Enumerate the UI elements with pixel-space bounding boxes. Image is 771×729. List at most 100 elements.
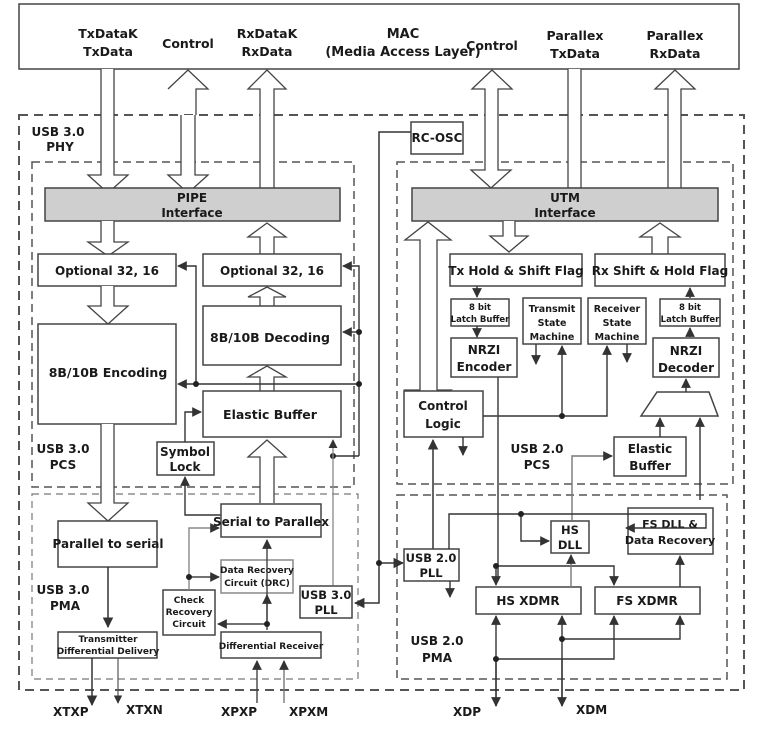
arrow-rx-to-utm — [637, 222, 683, 254]
utm-interface — [411, 187, 719, 222]
tx-hold-box — [449, 253, 583, 287]
arrow-control-down — [166, 115, 210, 194]
arrow-elastic-to-decoding — [245, 365, 289, 391]
arrow-s2p-to-elastic — [246, 439, 288, 503]
pin-xtxn: XTXN — [126, 703, 163, 717]
optional-tx-box — [37, 253, 177, 287]
optional-rx-box — [202, 253, 342, 287]
usb3-pll-box — [299, 585, 353, 619]
arrow-pipe-to-optional — [85, 221, 131, 257]
elastic-buffer-label: Elastic Buffer — [223, 407, 318, 422]
mux-shape — [639, 391, 720, 417]
serial-to-parallel-box — [220, 503, 322, 538]
arrow-decoding-to-optional — [247, 286, 287, 306]
pin-xpxm: XPXM — [289, 705, 328, 719]
rx-shift-label: Rx Shift & Hold Flag — [592, 264, 728, 278]
drc-box — [220, 559, 294, 594]
serial-to-parallel-label: Serial to Parallex — [213, 515, 329, 529]
rc-osc-box — [410, 121, 464, 155]
hs-xdmr-label: HS XDMR — [496, 594, 559, 608]
decoding-label: 8B/10B Decoding — [210, 330, 330, 345]
arrow-parallex-rx-up — [653, 69, 697, 188]
latch-tx-box — [450, 298, 510, 327]
nrzi-decoder-box — [652, 337, 720, 378]
arrow-control-right-down — [469, 115, 513, 189]
arrow-encoding-to-p2s — [86, 424, 130, 522]
arrow-optional-to-encoding — [86, 286, 130, 325]
elastic-buffer-box — [202, 390, 342, 438]
decoding-box — [202, 305, 342, 366]
phy-boundary — [18, 114, 745, 691]
check-recovery-box — [162, 589, 216, 636]
pin-xdm: XDM — [576, 703, 607, 717]
rc-osc-label: RC-OSC — [412, 131, 463, 145]
usb2-pcs-boundary — [396, 161, 734, 485]
pin-xdp: XDP — [453, 705, 481, 719]
optional-tx-label: Optional 32, 16 — [55, 264, 159, 278]
latch-rx-box — [659, 298, 721, 327]
arrow-control-right-up — [470, 69, 514, 115]
rx-shift-box — [594, 253, 726, 287]
arrow-optional-to-pipe — [246, 222, 288, 255]
fs-xdmr-box — [594, 586, 701, 615]
arrow-control-up — [167, 69, 210, 115]
usb3-pma-boundary — [31, 493, 359, 680]
receiver-sm-box — [587, 297, 647, 345]
pin-xtxp: XTXP — [53, 705, 89, 719]
fs-dll-box — [627, 507, 714, 555]
arrow-utm-to-tx — [488, 221, 530, 253]
signal-control-right: Control — [466, 38, 518, 53]
symbol-lock-box — [156, 441, 215, 476]
fs-xdmr-label: FS XDMR — [616, 594, 677, 608]
pin-xpxp: XPXP — [221, 705, 257, 719]
arrow-rxdata-up — [246, 69, 288, 188]
mac-title: MAC — [387, 27, 420, 42]
transmitter-box — [57, 631, 158, 659]
encoding-label: 8B/10B Encoding — [49, 365, 168, 380]
signal-control-left: Control — [162, 36, 214, 51]
parallel-to-serial-box — [57, 520, 158, 568]
optional-rx-label: Optional 32, 16 — [220, 264, 324, 278]
usb2-elastic-buffer-box — [613, 436, 687, 477]
pipe-interface — [44, 187, 341, 222]
mac-box — [18, 3, 740, 70]
nrzi-encoder-box — [450, 337, 518, 378]
tx-hold-label: Tx Hold & Shift Flag — [448, 264, 583, 278]
control-logic-box — [403, 390, 484, 438]
mac-subtitle: (Media Access Layer) — [325, 45, 480, 60]
encoding-box — [37, 323, 177, 425]
arrow-utm-control-logic — [403, 221, 453, 408]
arrow-parallex-tx — [567, 69, 582, 189]
diff-receiver-label: Differential Receiver — [219, 642, 324, 652]
usb2-pll-box — [403, 548, 460, 582]
parallel-to-serial-label: Parallel to serial — [53, 537, 164, 551]
hs-xdmr-box — [475, 586, 582, 615]
transmit-sm-box — [522, 297, 582, 345]
